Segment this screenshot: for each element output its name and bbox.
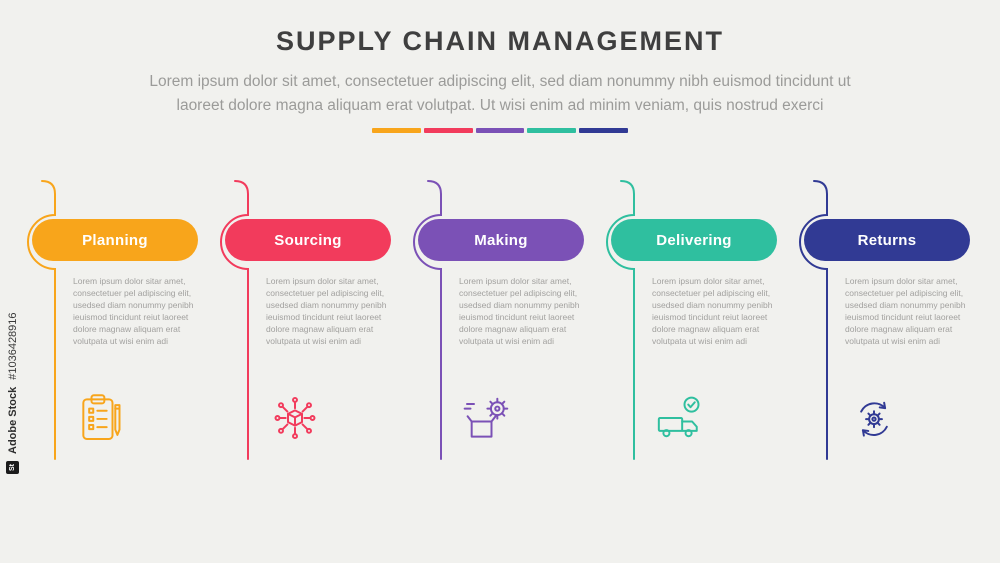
production-gear-box-icon: [460, 390, 516, 446]
delivery-truck-check-icon: [653, 390, 709, 446]
accent-divider: [372, 128, 628, 133]
step-pill: Planning: [32, 219, 198, 261]
page-subtitle: Lorem ipsum dolor sit amet, consectetuer…: [0, 70, 1000, 118]
step-column-sourcing: Sourcing Lorem ipsum dolor sitar amet, c…: [220, 180, 414, 480]
column-outline: [220, 180, 249, 460]
step-description: Lorem ipsum dolor sitar amet, consectetu…: [459, 276, 580, 347]
step-column-returns: Returns Lorem ipsum dolor sitar amet, co…: [799, 180, 993, 480]
distribution-network-icon: [267, 390, 323, 446]
adobe-stock-logo-icon: St: [6, 461, 19, 474]
column-outline: [413, 180, 442, 460]
divider-segment: [579, 128, 628, 133]
step-description: Lorem ipsum dolor sitar amet, consectetu…: [266, 276, 387, 347]
divider-segment: [372, 128, 421, 133]
adobe-stock-watermark: St Adobe Stock #1036428916: [6, 284, 19, 474]
column-outline: [27, 180, 56, 460]
divider-segment: [527, 128, 577, 133]
step-label: Making: [474, 231, 528, 249]
step-pill: Delivering: [611, 219, 777, 261]
step-description: Lorem ipsum dolor sitar amet, consectetu…: [652, 276, 773, 347]
divider-segment: [475, 128, 525, 133]
circular-gear-arrows-icon: [846, 390, 902, 446]
subtitle-line-2: laoreet dolore magna aliquam erat volutp…: [176, 97, 824, 115]
step-label: Delivering: [656, 231, 732, 249]
step-column-delivering: Delivering Lorem ipsum dolor sitar amet,…: [606, 180, 800, 480]
clipboard-checklist-icon: [74, 390, 130, 446]
step-label: Sourcing: [274, 231, 342, 249]
column-outline: [606, 180, 635, 460]
column-outline: [799, 180, 828, 460]
page-title: SUPPLY CHAIN MANAGEMENT: [275, 26, 725, 56]
step-label: Planning: [82, 231, 148, 249]
steps-row: Planning Lorem ipsum dolor sitar amet, c…: [27, 180, 993, 480]
step-description: Lorem ipsum dolor sitar amet, consectetu…: [845, 276, 966, 347]
subtitle-line-1: Lorem ipsum dolor sit amet, consectetuer…: [149, 73, 851, 90]
step-column-making: Making Lorem ipsum dolor sitar amet, con…: [413, 180, 607, 480]
step-pill: Sourcing: [225, 219, 391, 261]
step-label: Returns: [857, 231, 917, 249]
step-pill: Making: [418, 219, 584, 261]
step-description: Lorem ipsum dolor sitar amet, consectetu…: [73, 276, 194, 347]
step-pill: Returns: [804, 219, 970, 261]
watermark-brand: Adobe Stock: [6, 386, 19, 454]
watermark-id: #1036428916: [6, 312, 19, 380]
divider-segment: [423, 128, 473, 133]
step-column-planning: Planning Lorem ipsum dolor sitar amet, c…: [27, 180, 221, 480]
